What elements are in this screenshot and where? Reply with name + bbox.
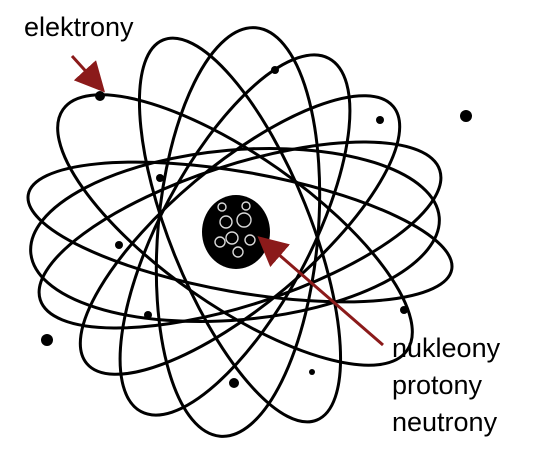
electron-dot [95, 91, 105, 101]
electron-dot [460, 110, 472, 122]
orbit [154, 26, 322, 438]
electrons-label: elektrony [24, 12, 134, 42]
electron-dot [309, 369, 315, 375]
electron-dot [156, 174, 164, 182]
electron-dot [376, 116, 384, 124]
electrons [41, 66, 472, 388]
electron-dot [144, 311, 152, 319]
electron-dot [400, 306, 408, 314]
protons-label: protony [392, 370, 483, 400]
orbit [26, 160, 454, 304]
electron-dot [271, 66, 279, 74]
orbit [78, 94, 402, 376]
electrons-arrow [70, 54, 106, 93]
orbit [56, 93, 414, 367]
electron-dot [229, 378, 239, 388]
orbit [137, 36, 343, 424]
nucleus-arrow [257, 236, 384, 347]
nucleus [202, 195, 270, 269]
electron-dot [115, 241, 123, 249]
nucleus-blob [202, 195, 270, 269]
orbit [118, 53, 352, 417]
electron-orbits [26, 26, 454, 438]
electron-dot [41, 334, 53, 346]
nucleons-label: nukleony [392, 333, 501, 363]
neutrons-label: neutrony [392, 407, 498, 437]
